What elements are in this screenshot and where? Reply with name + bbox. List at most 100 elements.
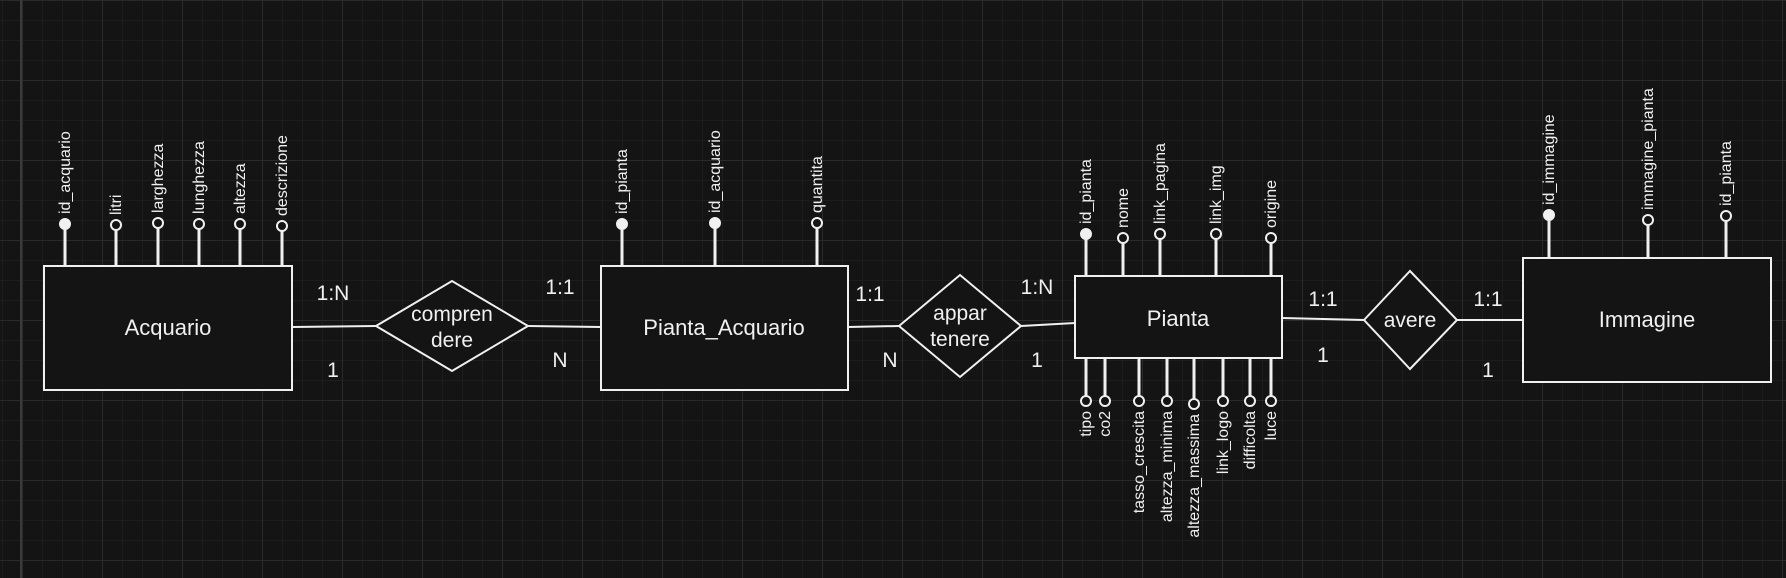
key-attribute-marker [1080,228,1092,240]
attribute-marker [1188,398,1200,410]
line-pianta-avere[interactable] [1281,317,1365,321]
attribute-pianta-top-nome[interactable]: nome [1115,188,1132,276]
line-pianta-acquario-appartenere[interactable] [847,325,900,328]
entity-pianta[interactable]: Pianta [1074,275,1283,359]
card-immagine-top: 1:1 [1473,288,1502,311]
attribute-marker [1099,395,1111,407]
attribute-label: id_pianta [614,149,631,214]
relation-comprendere-label-1: compren [411,303,493,326]
card-pa-right-top: 1:1 [855,283,884,306]
attribute-immagine-immagine-pianta[interactable]: immagine_pianta [1640,88,1657,258]
attribute-pianta-acquario-id-acquario[interactable]: id_acquario [707,130,724,266]
card-pianta-left-bottom: 1 [1031,349,1043,372]
attribute-pianta-bottom-link-logo[interactable]: link_logo [1215,358,1232,474]
attribute-label: co2 [1097,411,1114,437]
relation-appartenere[interactable]: appar tenere [897,273,1023,379]
card-pa-right-bottom: N [882,349,897,372]
key-attribute-marker [1543,209,1555,221]
attribute-marker [110,219,122,231]
card-pianta-right-top: 1:1 [1308,288,1337,311]
key-attribute-marker [709,217,721,229]
attribute-acquario-lunghezza[interactable]: lunghezza [191,141,208,266]
attribute-label: larghezza [150,144,167,213]
line-acquario-comprendere[interactable] [291,325,377,328]
attribute-label: luce [1263,411,1280,440]
attribute-pianta-bottom-tipo[interactable]: tipo [1078,358,1095,437]
attribute-label: id_acquario [57,131,74,214]
line-comprendere-pianta-acquario[interactable] [527,325,602,328]
attribute-pianta-bottom-altezza-massima[interactable]: altezza_massima [1186,358,1203,538]
attribute-marker [234,218,246,230]
relation-avere[interactable]: avere [1362,269,1459,371]
attribute-pianta-bottom-tasso-crescita[interactable]: tasso_crescita [1131,358,1148,513]
attribute-marker [152,217,164,229]
card-acquario-top: 1:N [317,282,350,305]
canvas-left-edge [20,0,22,578]
attribute-pianta-bottom-luce[interactable]: luce [1263,358,1280,440]
attribute-label: id_pianta [1078,159,1095,224]
relation-appartenere-label-1: appar [933,302,987,325]
attribute-pianta-top-link-img[interactable]: link_img [1208,165,1225,276]
entity-acquario-label: Acquario [125,315,212,340]
attribute-marker [1642,214,1654,226]
entity-acquario[interactable]: Acquario [43,265,293,391]
attribute-label: altezza_minima [1159,411,1176,522]
attribute-pianta-bottom-difficolta[interactable]: difficolta [1242,358,1259,469]
attribute-label: id_acquario [707,130,724,213]
attribute-pianta-top-id-pianta[interactable]: id_pianta [1078,159,1095,276]
entity-immagine-label: Immagine [1599,307,1696,332]
attribute-marker [811,217,823,229]
attribute-label: link_pagina [1152,143,1169,224]
attribute-marker [1244,395,1256,407]
card-pa-left-top: 1:1 [545,276,574,299]
attribute-marker [1265,232,1277,244]
attribute-label: link_logo [1215,411,1232,474]
attribute-pianta-top-link-pagina[interactable]: link_pagina [1152,143,1169,276]
attribute-label: tasso_crescita [1131,411,1148,513]
card-pianta-right-bottom: 1 [1317,344,1329,367]
relation-comprendere[interactable]: compren dere [374,279,530,373]
attribute-label: nome [1115,188,1132,228]
attribute-acquario-id-acquario[interactable]: id_acquario [57,131,74,266]
attribute-label: immagine_pianta [1640,88,1657,210]
attribute-label: link_img [1208,165,1225,224]
attribute-immagine-id-immagine[interactable]: id_immagine [1541,114,1558,258]
attribute-pianta-top-origine[interactable]: origine [1263,180,1280,276]
attribute-pianta-bottom-co2[interactable]: co2 [1097,358,1114,437]
attribute-acquario-altezza[interactable]: altezza [232,163,249,266]
entity-pianta-acquario[interactable]: Pianta_Acquario [600,265,849,391]
card-pianta-left-top: 1:N [1021,276,1054,299]
relation-avere-label: avere [1384,309,1437,332]
attribute-pianta-bottom-altezza-minima[interactable]: altezza_minima [1159,358,1176,522]
attribute-immagine-id-pianta[interactable]: id_pianta [1718,141,1735,258]
attribute-marker [1217,395,1229,407]
attribute-marker [1117,232,1129,244]
key-attribute-marker [59,218,71,230]
attribute-pianta-acquario-id-pianta[interactable]: id_pianta [614,149,631,266]
attribute-marker [1720,210,1732,222]
attribute-marker [1133,395,1145,407]
attribute-label: altezza [232,163,249,214]
attribute-marker [1154,228,1166,240]
line-appartenere-pianta[interactable] [1020,322,1076,327]
entity-pianta-label: Pianta [1147,306,1210,331]
attribute-label: id_pianta [1718,141,1735,206]
attribute-pianta-acquario-quantita[interactable]: quantita [809,156,826,266]
attribute-label: descrizione [274,135,291,216]
attribute-label: lunghezza [191,141,208,214]
attribute-acquario-litri[interactable]: litri [108,195,125,266]
attribute-label: difficolta [1242,411,1259,470]
attribute-label: altezza_massima [1186,414,1203,538]
attribute-marker [1265,395,1277,407]
attribute-acquario-descrizione[interactable]: descrizione [274,135,291,266]
attribute-acquario-larghezza[interactable]: larghezza [150,144,167,266]
card-acquario-bottom: 1 [327,359,339,382]
entity-immagine[interactable]: Immagine [1522,257,1772,383]
card-pa-left-bottom: N [552,349,567,372]
attribute-marker [193,218,205,230]
attribute-marker [1080,395,1092,407]
relation-appartenere-label-2: tenere [930,328,990,351]
